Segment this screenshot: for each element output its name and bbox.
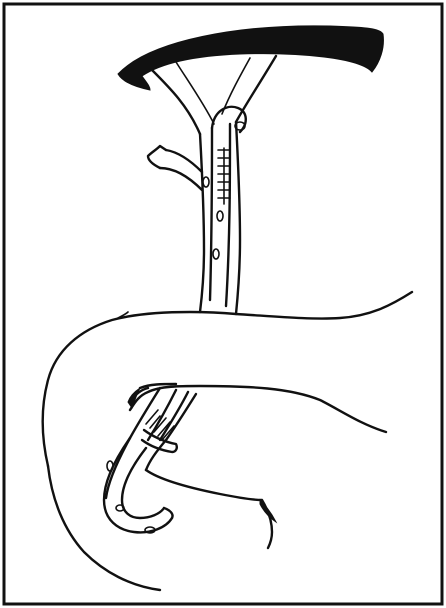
- cystic-duct-lower: [160, 168, 202, 190]
- figure-frame: [4, 4, 442, 604]
- common-bile-duct-right-wall: [236, 122, 240, 314]
- duodenum-lower-outer: [48, 466, 160, 590]
- stent-tube-right: [226, 124, 230, 306]
- cystic-duct-clip: [148, 146, 166, 168]
- j-tube-inner: [122, 448, 164, 518]
- stent-hole-1: [203, 177, 209, 187]
- left-hepatic-duct: [236, 56, 276, 122]
- stent-hole-3: [213, 249, 219, 259]
- duodenum-lower-notch: [260, 500, 276, 522]
- common-bile-duct-left-wall: [200, 134, 204, 312]
- j-tube-tip: [164, 508, 173, 518]
- distal-stent-right: [160, 392, 188, 440]
- stent-hole-2: [217, 211, 223, 221]
- stent-tube-left: [210, 128, 212, 300]
- right-hepatic-duct-inner: [176, 62, 214, 124]
- right-hepatic-duct: [152, 70, 200, 134]
- duodenum-upper-contour: [43, 292, 412, 466]
- suture-line: [218, 148, 230, 204]
